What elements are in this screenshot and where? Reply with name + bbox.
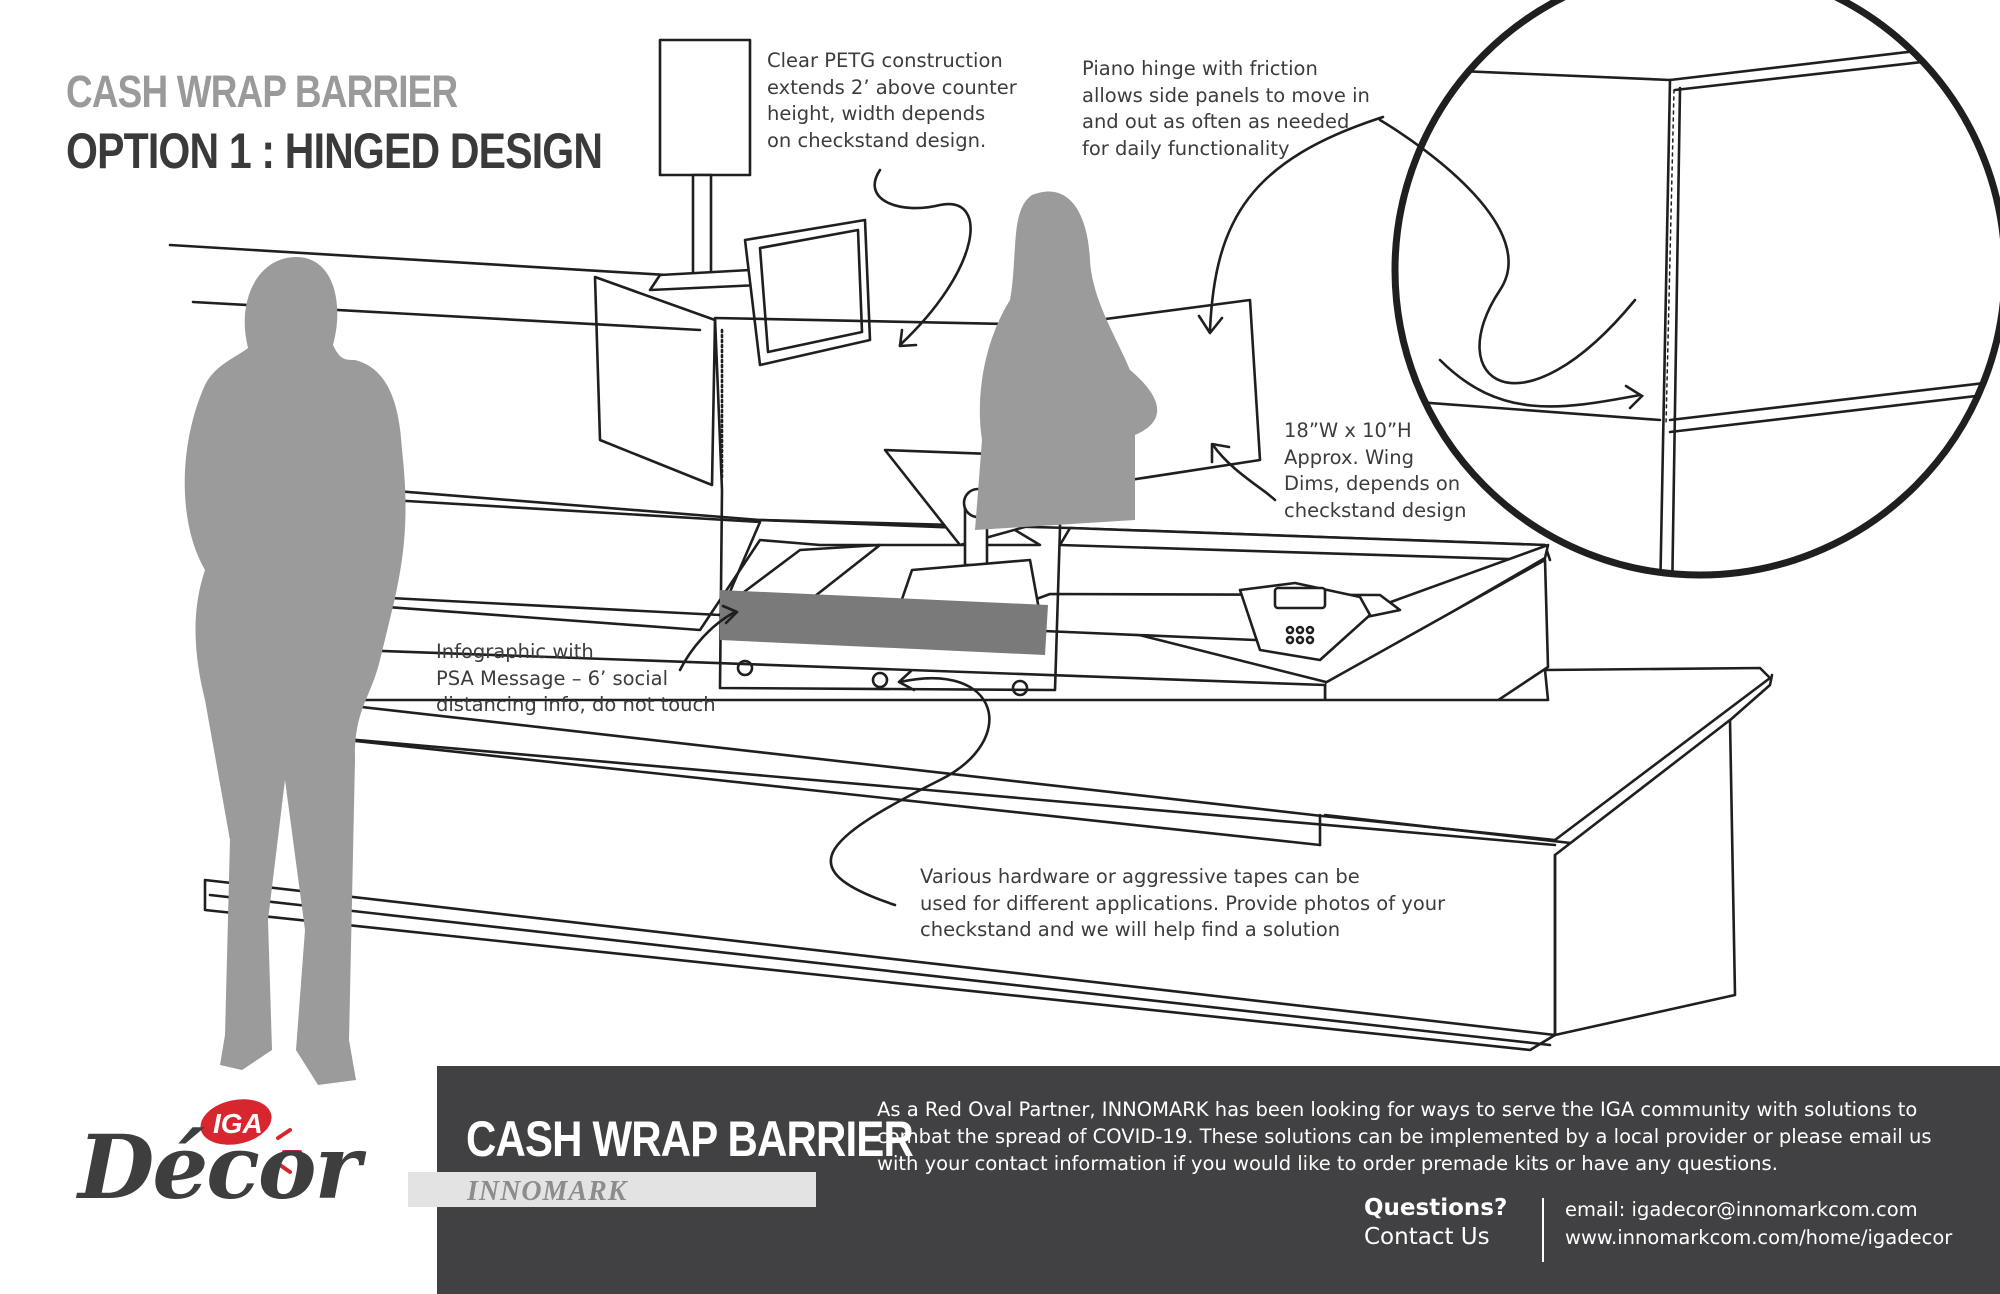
contact-block: email: igadecor@innomarkcom.com www.inno… [1565,1196,1952,1252]
decor-logo-text: Décor [78,1115,361,1219]
innomark-logo: INNOMARK [467,1176,628,1207]
footer-title: CASH WRAP BARRIER [466,1111,914,1167]
contact-us-label: Contact Us [1364,1224,1490,1250]
questions-block: Questions? Contact Us [1364,1194,1507,1252]
page-title: CASH WRAP BARRIER [66,66,458,117]
psa-infographic-band [720,590,1048,655]
svg-text:IGA: IGA [213,1108,263,1139]
page-subtitle: OPTION 1 : HINGED DESIGN [66,123,603,179]
footer-description: As a Red Oval Partner, INNOMARK has been… [877,1098,1932,1175]
iga-logo: IGA [200,1099,302,1174]
footer-divider [1542,1198,1544,1262]
contact-email[interactable]: email: igadecor@innomarkcom.com [1565,1198,1918,1221]
customer-silhouette [184,256,406,1085]
questions-label: Questions? [1364,1195,1508,1221]
callout-hardware: Various hardware or aggressive tapes can… [920,865,1446,941]
cashier-silhouette [975,191,1158,531]
innomark-band [408,1172,816,1207]
contact-website[interactable]: www.innomarkcom.com/home/igadecor [1565,1226,1953,1249]
hinge-detail-circle [1391,0,2000,579]
